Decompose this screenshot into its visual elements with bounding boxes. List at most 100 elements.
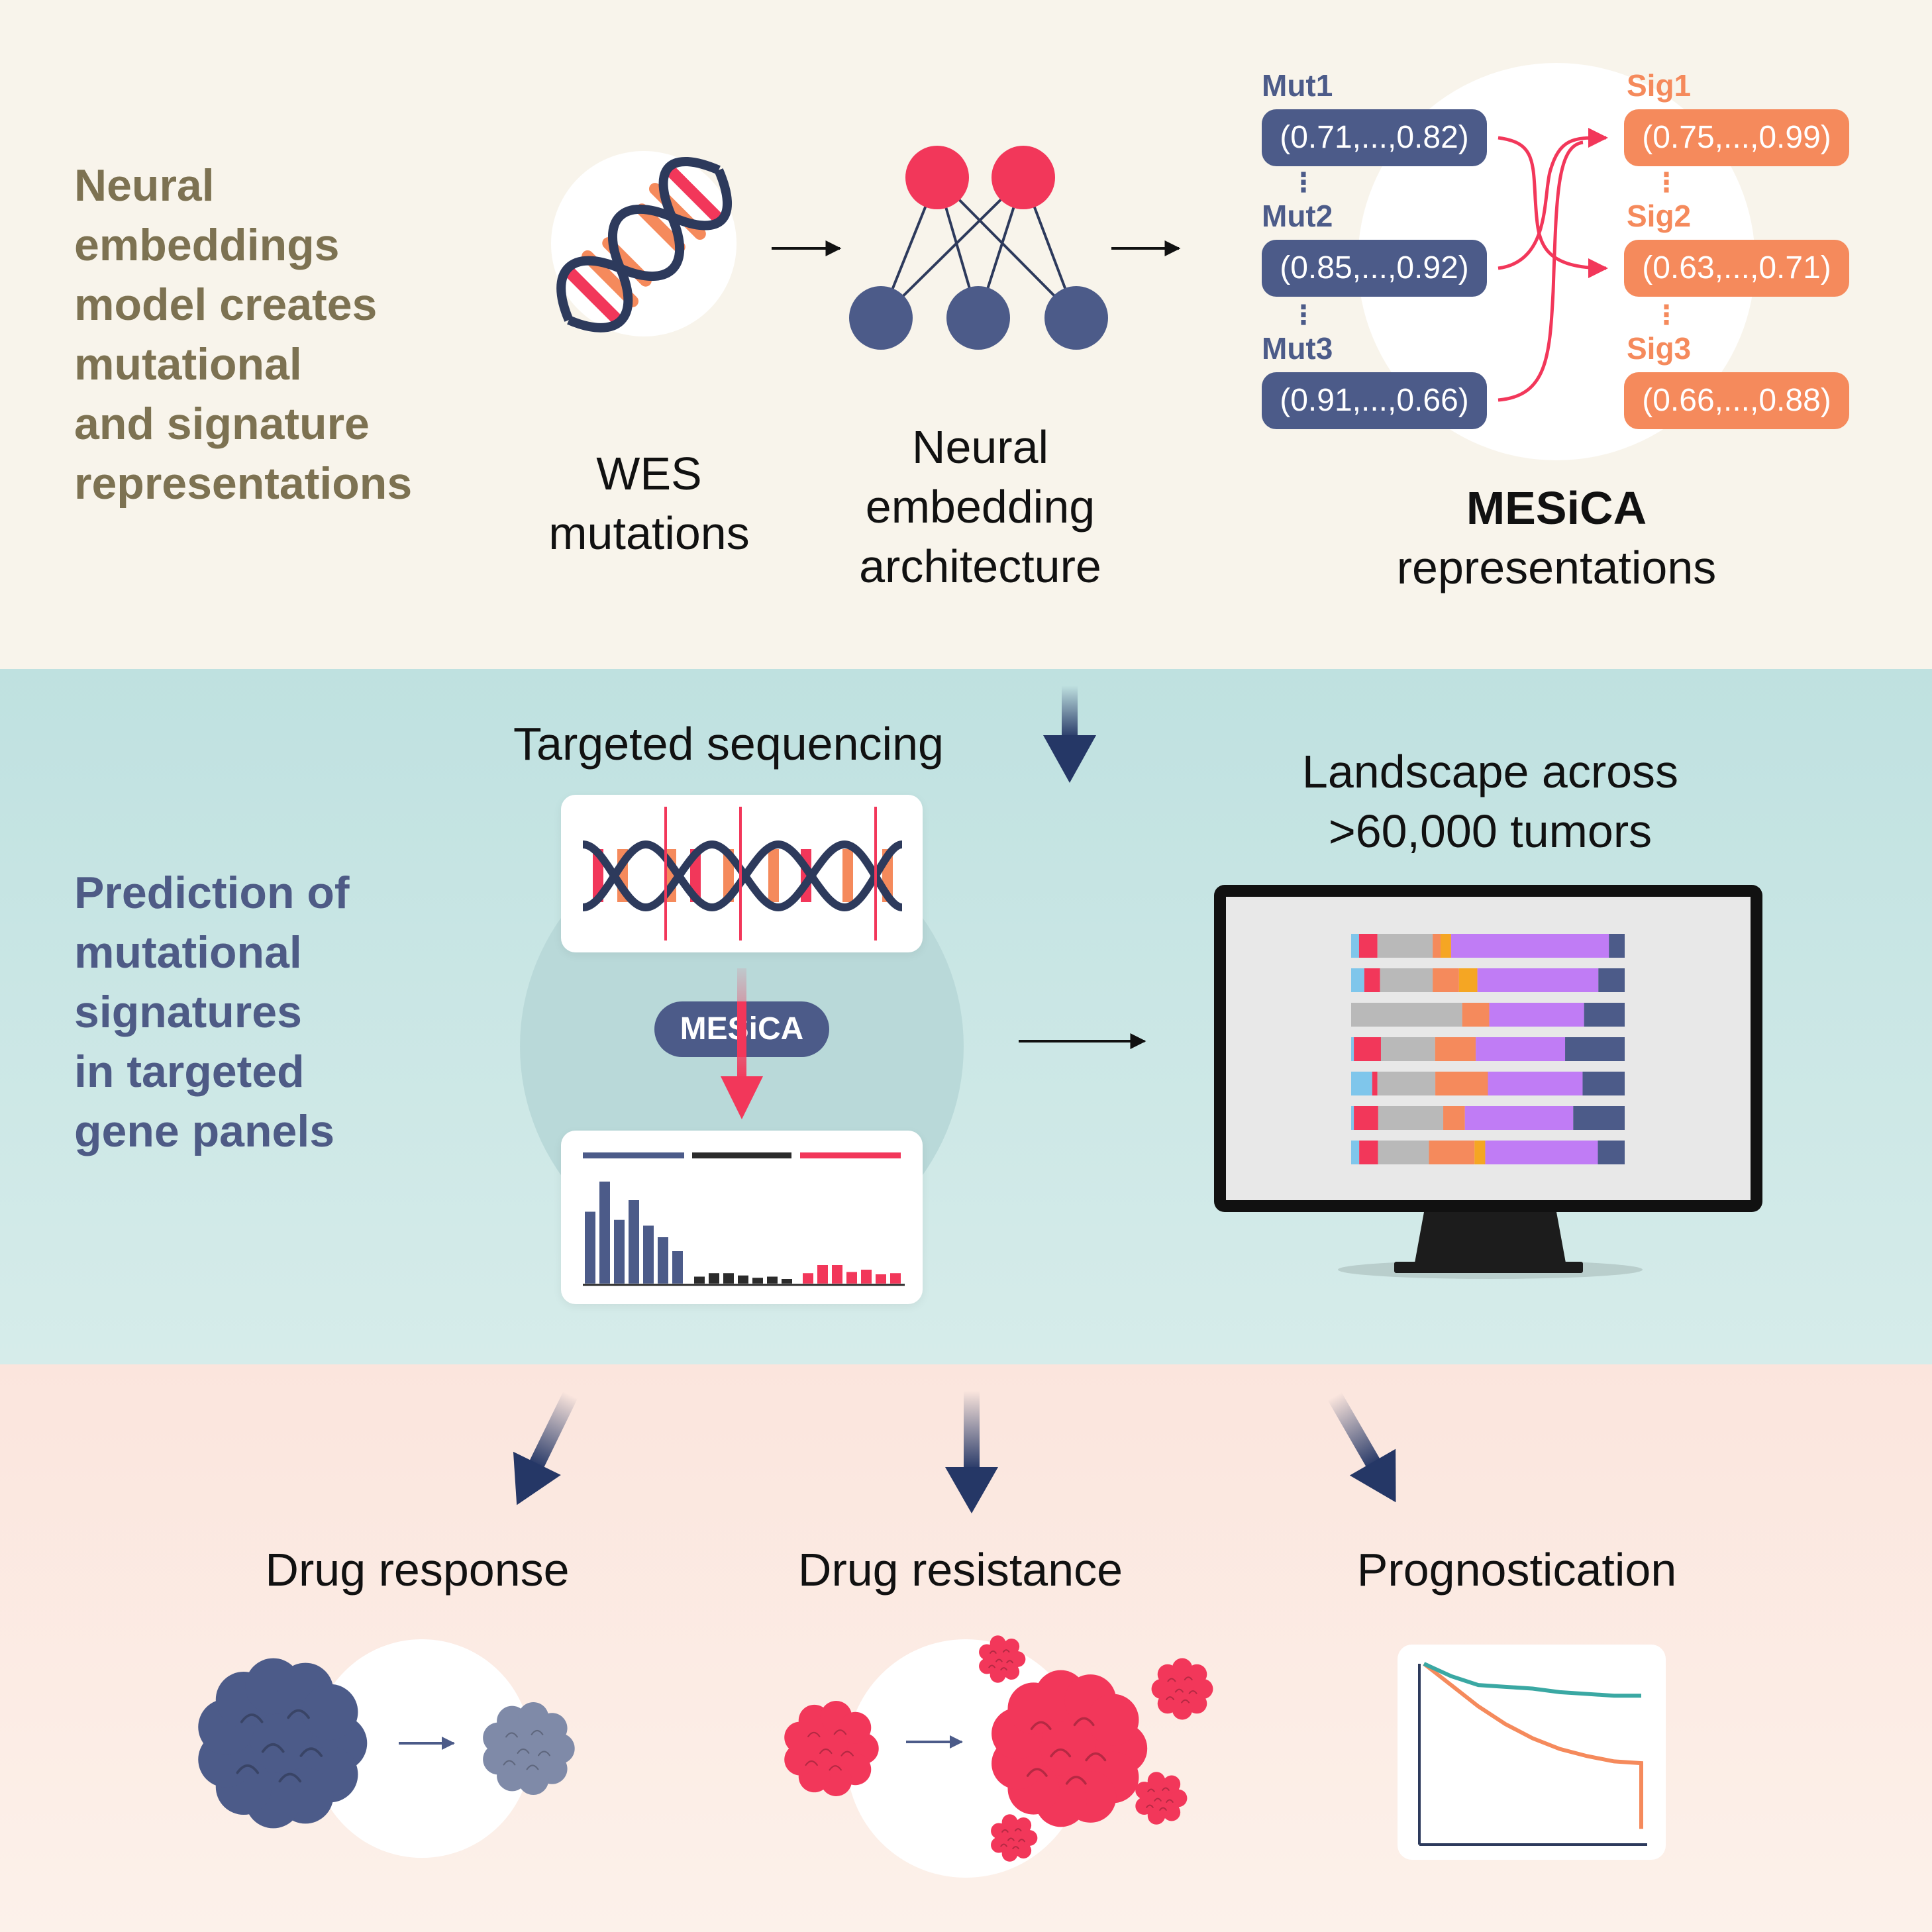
landscape-segment xyxy=(1351,1141,1360,1164)
landscape-segment xyxy=(1476,1037,1566,1061)
landscape-segment xyxy=(1488,1072,1583,1095)
landscape-segment xyxy=(1573,1106,1625,1130)
signature-bar-navy xyxy=(643,1225,654,1284)
arrow-to-drug-response xyxy=(513,1391,578,1505)
landscape-segment xyxy=(1351,1037,1354,1061)
mesica-title: MESiCA xyxy=(1466,482,1647,534)
landscape-segment xyxy=(1351,934,1359,958)
landscape-segment xyxy=(1377,1072,1436,1095)
signature-bar-navy xyxy=(658,1237,668,1284)
sig-dots-1: ⋮ xyxy=(1653,168,1680,197)
survival-curve-teal xyxy=(1423,1662,1641,1698)
tumor-growth-icon xyxy=(784,1635,1213,1862)
arrow-to-prognostication xyxy=(1327,1392,1396,1503)
mut3-label: Mut3 xyxy=(1262,331,1333,366)
landscape-segment xyxy=(1378,1106,1444,1130)
landscape-segment xyxy=(1359,1141,1378,1164)
drug-resistance-caption: Drug resistance xyxy=(797,1544,1123,1596)
landscape-segment xyxy=(1443,1106,1465,1130)
landscape-segment xyxy=(1435,1037,1476,1061)
top-to-middle-arrow xyxy=(1043,686,1096,783)
landscape-segment xyxy=(1462,1003,1490,1027)
top-section-title: Neural embeddings model creates mutation… xyxy=(74,160,413,509)
signature-bar-red xyxy=(832,1265,842,1284)
signature-bar-red xyxy=(846,1272,857,1284)
landscape-segment xyxy=(1354,1106,1378,1130)
sig3-vector: (0.66,...,0.88) xyxy=(1624,372,1849,429)
landscape-segment xyxy=(1354,1037,1381,1061)
mut3-to-sig3-arrow xyxy=(1498,140,1584,402)
targeted-sequencing-caption: Targeted sequencing xyxy=(513,718,944,770)
landscape-segment xyxy=(1433,968,1459,992)
mut1-vector: (0.71,...,0.82) xyxy=(1262,109,1487,166)
drug-response-caption: Drug response xyxy=(265,1544,570,1596)
mut2-to-sig1-arrow xyxy=(1498,127,1608,270)
landscape-segment xyxy=(1582,1072,1625,1095)
landscape-segment xyxy=(1435,1072,1488,1095)
landscape-segment xyxy=(1450,934,1609,958)
mesica-representations-caption: representations xyxy=(1396,542,1717,593)
signature-bar-navy xyxy=(614,1219,625,1284)
signature-bar-black xyxy=(767,1276,778,1284)
signature-bar-black xyxy=(709,1273,719,1284)
mut2-label: Mut2 xyxy=(1262,199,1333,233)
prognostication-caption: Prognostication xyxy=(1356,1544,1677,1596)
landscape-segment xyxy=(1372,1072,1378,1095)
landscape-segment xyxy=(1351,1003,1462,1027)
landscape-segment xyxy=(1598,1141,1625,1164)
signature-bar-navy xyxy=(629,1200,639,1284)
signature-bar-black xyxy=(782,1279,792,1284)
landscape-segment xyxy=(1485,1141,1598,1164)
signature-bar-red xyxy=(876,1274,886,1284)
survival-curve-orange xyxy=(1423,1662,1643,1829)
landscape-segment xyxy=(1351,1106,1354,1130)
arrow-to-drug-resistance xyxy=(945,1391,998,1513)
landscape-segment xyxy=(1377,934,1433,958)
sig3-label: Sig3 xyxy=(1627,331,1692,366)
landscape-segment xyxy=(1378,1141,1429,1164)
landscape-segment xyxy=(1380,1037,1435,1061)
mut1-label: Mut1 xyxy=(1262,68,1333,103)
sig2-vector: (0.63,...,0.71) xyxy=(1624,240,1849,297)
landscape-caption: Landscape across >60,000 tumors xyxy=(1301,746,1679,857)
mut-dots-1: ⋮ xyxy=(1290,168,1317,197)
mut3-vector: (0.91,...,0.66) xyxy=(1262,372,1487,429)
landscape-segment xyxy=(1441,934,1451,958)
sig1-vector: (0.75,...,0.99) xyxy=(1624,109,1849,166)
architecture-caption: Neural embedding architecture xyxy=(859,421,1101,592)
sig-dots-2: ⋮ xyxy=(1653,301,1680,330)
mut1-to-sig2-arrow xyxy=(1498,136,1608,278)
signature-bar-black xyxy=(752,1278,763,1284)
signature-bar-red xyxy=(890,1273,901,1284)
signature-bar-navy xyxy=(672,1251,683,1284)
mut-dots-2: ⋮ xyxy=(1290,301,1317,330)
signature-bar-black xyxy=(723,1273,734,1284)
dna-helix-icon xyxy=(556,156,733,332)
landscape-segment xyxy=(1380,968,1433,992)
landscape-segment xyxy=(1474,1141,1486,1164)
landscape-segment xyxy=(1429,1141,1475,1164)
signature-bar-red xyxy=(803,1273,813,1284)
wes-caption: WES mutations xyxy=(548,448,750,559)
tumor-shrink-icon xyxy=(198,1658,575,1829)
tumor-landscape-chart xyxy=(1351,934,1625,1164)
landscape-segment xyxy=(1358,934,1378,958)
landscape-segment xyxy=(1433,934,1441,958)
mut2-vector: (0.85,...,0.92) xyxy=(1262,240,1487,297)
landscape-segment xyxy=(1584,1003,1625,1027)
signature-bar-red xyxy=(817,1265,828,1284)
dna-sequence-icon xyxy=(582,807,903,941)
landscape-segment xyxy=(1364,968,1380,992)
landscape-segment xyxy=(1609,934,1625,958)
signature-bar-red xyxy=(861,1270,872,1284)
landscape-segment xyxy=(1351,1072,1372,1095)
landscape-segment xyxy=(1351,968,1364,992)
signature-bar-black xyxy=(738,1275,748,1284)
wes-backdrop xyxy=(551,151,737,336)
landscape-segment xyxy=(1464,1106,1574,1130)
landscape-segment xyxy=(1565,1037,1625,1061)
